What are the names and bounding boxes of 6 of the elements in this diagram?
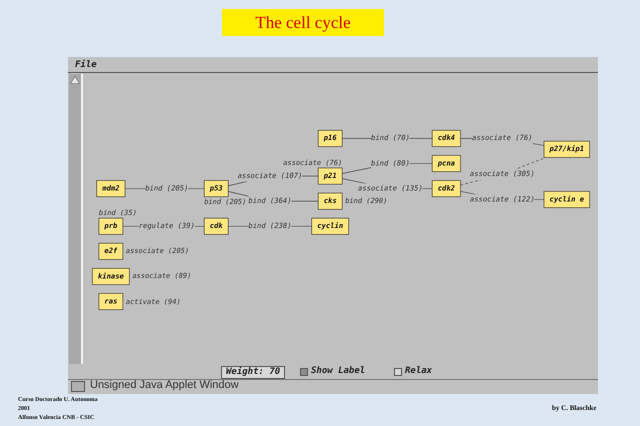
status-text: Unsigned Java Applet Window [90,379,239,391]
file-menu: File [75,60,97,70]
weight-field: Weight: 70 [221,366,286,379]
checkbox-label: Relax [405,366,432,376]
diagram-title: The cell cycle [222,9,384,36]
checkbox-label: Show Label [311,366,366,376]
